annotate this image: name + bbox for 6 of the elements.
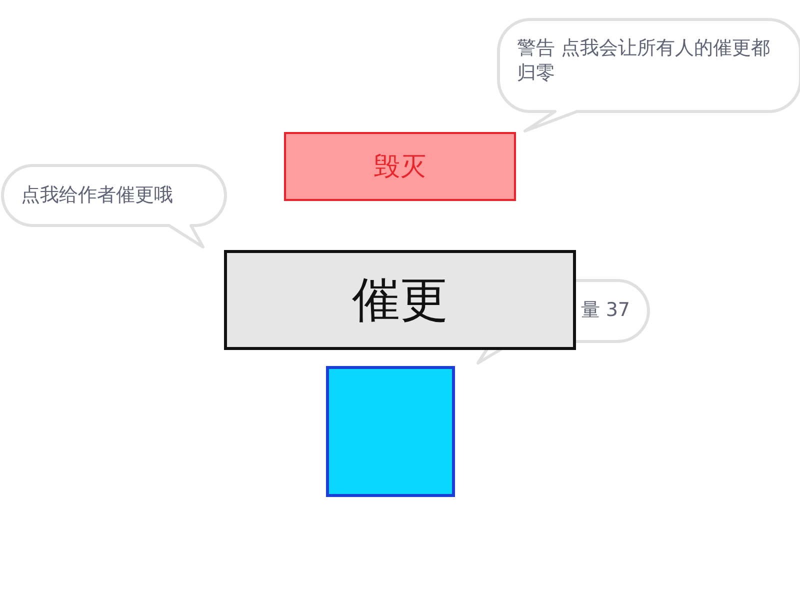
bubble-text: 点我给作者催更哦 (21, 183, 174, 208)
bubble-text: 警告 点我会让所有人的催更都归零 (517, 36, 772, 86)
button: 催更 (224, 250, 576, 350)
square-block (326, 366, 455, 497)
bubble-text: 量 37 (580, 298, 630, 323)
button: 毁灭 (284, 132, 516, 201)
